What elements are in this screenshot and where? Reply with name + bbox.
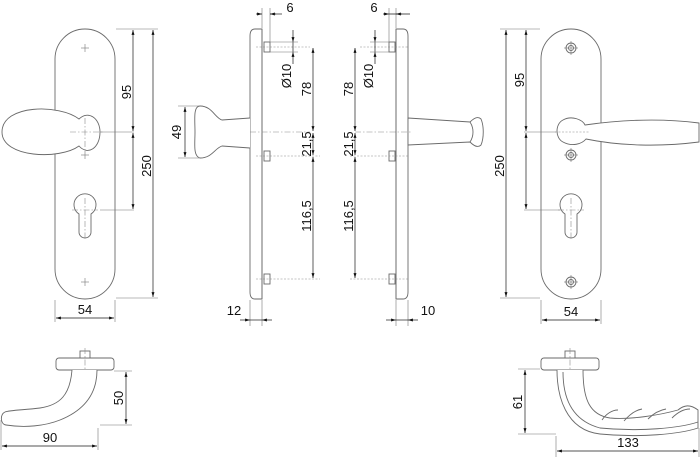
oval-knob — [1, 108, 101, 155]
screw-mark-top — [81, 44, 89, 52]
dim-mid-to-bottom-stud: 116,5 — [341, 200, 356, 232]
dim-spindle-to-top: 95 — [512, 73, 527, 87]
screw-mark-bottom — [81, 278, 89, 286]
dim-plate-width: 54 — [78, 302, 92, 317]
dim-spindle-to-top: 95 — [119, 85, 134, 99]
screw-mark-mid — [81, 151, 89, 159]
dim-stud-offset: 6 — [286, 0, 293, 15]
dim-knob-diameter: 49 — [169, 125, 184, 139]
backplate-outline — [54, 28, 116, 300]
dim-spindle-to-mid-stud: 21,5 — [341, 131, 356, 156]
view-knob-side: 49 6 Ø10 78 21,5 116,5 12 — [169, 0, 320, 326]
lever-curve — [0, 369, 98, 427]
lever-handle — [556, 117, 700, 146]
screw-hole-mid — [564, 148, 578, 162]
dim-top-stud-to-spindle: 78 — [299, 82, 314, 96]
view-lever-front: 95 250 54 — [492, 28, 700, 324]
knob-side-profile — [194, 105, 251, 159]
screw-hole-top — [564, 41, 578, 55]
cylinder-keyhole — [559, 193, 583, 239]
backplate-outline — [540, 28, 602, 300]
lever-end-profile — [407, 117, 484, 147]
dim-lever-projection: 133 — [617, 435, 639, 450]
dim-spindle-to-mid-stud: 21,5 — [299, 131, 314, 156]
dim-plate-thickness: 10 — [421, 303, 435, 318]
dim-overall-height: 250 — [139, 155, 154, 177]
backplate-side — [395, 28, 409, 300]
dim-stud-diameter: Ø10 — [361, 64, 376, 89]
backplate-side — [249, 28, 263, 300]
view-lever-plan-right: 61 133 — [510, 348, 700, 457]
view-knob-front: 95 250 54 — [1, 28, 158, 322]
dim-lever-height: 61 — [510, 395, 525, 409]
lever-curve-grip — [556, 369, 699, 437]
screw-hole-bottom — [564, 275, 578, 289]
cylinder-keyhole — [73, 193, 97, 239]
dim-lever-height: 50 — [111, 391, 126, 405]
dim-plate-thickness: 12 — [227, 303, 241, 318]
dim-overall-height: 250 — [492, 155, 507, 177]
dim-lever-projection: 90 — [43, 430, 57, 445]
dim-plate-width: 54 — [564, 304, 578, 319]
dim-mid-to-bottom-stud: 116,5 — [299, 200, 314, 232]
dim-stud-diameter: Ø10 — [279, 64, 294, 89]
view-lever-side: 6 Ø10 78 21,5 116,5 10 — [341, 0, 484, 326]
dim-stud-offset: 6 — [370, 0, 377, 15]
view-lever-plan-left: 50 90 — [0, 348, 132, 450]
dim-top-stud-to-spindle: 78 — [341, 82, 356, 96]
